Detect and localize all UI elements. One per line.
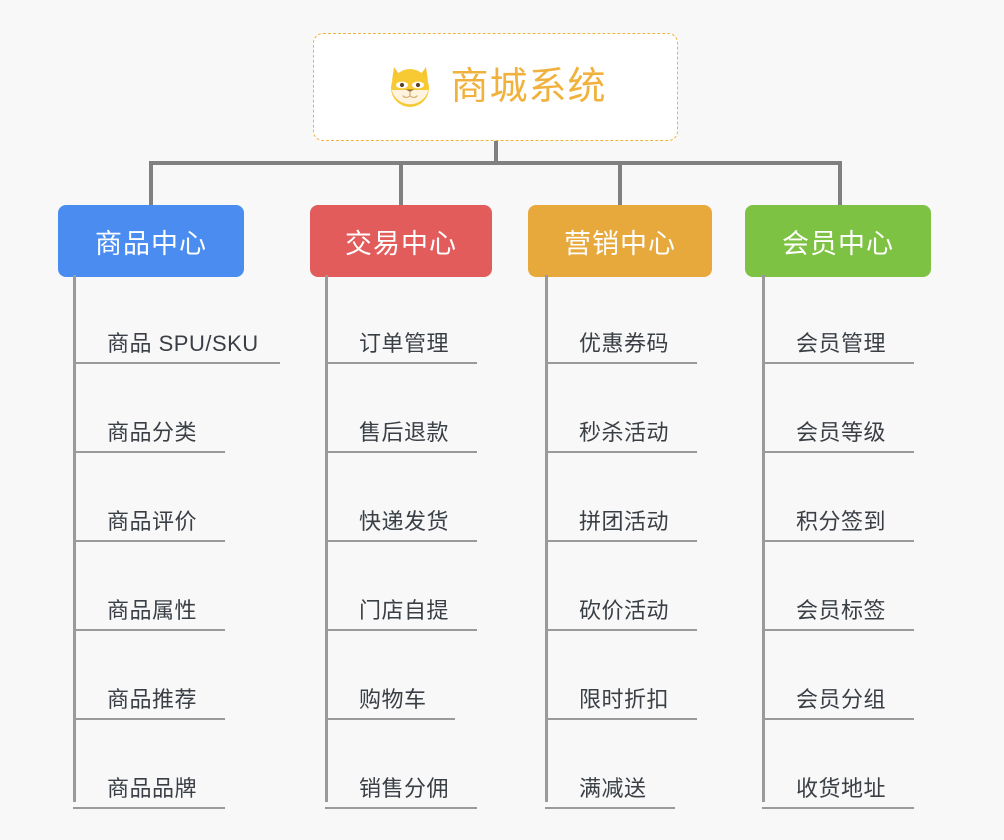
leaf-label: 快递发货: [359, 508, 450, 534]
leaf-item[interactable]: 销售分佣: [325, 720, 477, 809]
leaf-underline: [73, 807, 225, 809]
leaf-label: 商品评价: [107, 508, 198, 534]
leaf-underline: [73, 451, 225, 453]
leaf-item[interactable]: 优惠券码: [545, 275, 697, 364]
leaf-label: 商品分类: [107, 419, 198, 445]
leaf-underline: [325, 629, 477, 631]
leaf-item[interactable]: 售后退款: [325, 364, 477, 453]
branch-rail: [73, 275, 76, 802]
leaf-item[interactable]: 会员标签: [762, 542, 914, 631]
connector-drop-product-center: [149, 161, 153, 205]
leaf-item[interactable]: 商品评价: [73, 453, 225, 542]
category-label-marketing-center: 营销中心: [564, 228, 676, 259]
leaf-underline: [545, 807, 675, 809]
leaf-label: 商品属性: [107, 597, 198, 623]
leaf-item[interactable]: 门店自提: [325, 542, 477, 631]
root-node-shopping-mall-system[interactable]: 商城系统: [313, 33, 678, 141]
leaf-item[interactable]: 购物车: [325, 631, 455, 720]
leaf-item[interactable]: 会员分组: [762, 631, 914, 720]
leaf-item[interactable]: 限时折扣: [545, 631, 697, 720]
category-box-member-center[interactable]: 会员中心: [745, 205, 931, 277]
leaf-underline: [73, 718, 225, 720]
leaf-label: 售后退款: [359, 419, 450, 445]
leaf-underline: [762, 540, 914, 542]
leaf-label: 拼团活动: [579, 508, 670, 534]
leaf-underline: [325, 718, 455, 720]
leaf-underline: [325, 362, 477, 364]
shiba-dog-icon: [384, 61, 436, 113]
branch-rail: [762, 275, 765, 802]
leaf-underline: [762, 718, 914, 720]
leaf-label: 收货地址: [796, 775, 887, 801]
leaf-label: 砍价活动: [579, 597, 670, 623]
connector-drop-trade-center: [399, 161, 403, 205]
leaf-item[interactable]: 商品属性: [73, 542, 225, 631]
leaf-underline: [545, 540, 697, 542]
leaf-item[interactable]: 商品 SPU/SKU: [73, 275, 280, 364]
leaf-label: 门店自提: [359, 597, 450, 623]
leaf-item[interactable]: 商品推荐: [73, 631, 225, 720]
leaf-item[interactable]: 秒杀活动: [545, 364, 697, 453]
category-label-trade-center: 交易中心: [345, 228, 457, 259]
leaf-item[interactable]: 商品品牌: [73, 720, 225, 809]
leaf-item[interactable]: 会员等级: [762, 364, 914, 453]
leaf-label: 秒杀活动: [579, 419, 670, 445]
connector-root-stub: [494, 141, 498, 163]
leaf-label: 销售分佣: [359, 775, 450, 801]
leaf-underline: [762, 807, 914, 809]
category-box-marketing-center[interactable]: 营销中心: [528, 205, 712, 277]
leaf-label: 商品品牌: [107, 775, 198, 801]
leaf-label: 限时折扣: [579, 686, 670, 712]
leaf-label: 会员分组: [796, 686, 887, 712]
leaf-underline: [762, 629, 914, 631]
leaf-label: 会员管理: [796, 330, 887, 356]
leaf-underline: [325, 540, 477, 542]
connector-horizontal-bus: [149, 161, 842, 165]
leaf-item[interactable]: 砍价活动: [545, 542, 697, 631]
branch-rail: [545, 275, 548, 802]
connector-drop-marketing-center: [618, 161, 622, 205]
leaf-label: 满减送: [579, 775, 647, 801]
leaf-underline: [73, 540, 225, 542]
leaf-underline: [325, 807, 477, 809]
leaf-label: 购物车: [359, 686, 427, 712]
leaf-underline: [545, 629, 697, 631]
leaf-label: 会员标签: [796, 597, 887, 623]
leaf-label: 商品 SPU/SKU: [107, 330, 259, 356]
category-label-product-center: 商品中心: [95, 228, 207, 259]
leaf-underline: [762, 451, 914, 453]
connector-drop-member-center: [838, 161, 842, 205]
leaf-underline: [325, 451, 477, 453]
root-title: 商城系统: [450, 66, 607, 108]
leaf-item[interactable]: 商品分类: [73, 364, 225, 453]
leaf-underline: [73, 629, 225, 631]
leaf-underline: [545, 362, 697, 364]
leaf-item[interactable]: 拼团活动: [545, 453, 697, 542]
leaf-item[interactable]: 满减送: [545, 720, 675, 809]
leaf-label: 优惠券码: [579, 330, 670, 356]
leaf-item[interactable]: 快递发货: [325, 453, 477, 542]
leaf-label: 会员等级: [796, 419, 887, 445]
category-label-member-center: 会员中心: [782, 228, 894, 259]
leaf-item[interactable]: 积分签到: [762, 453, 914, 542]
branch-rail: [325, 275, 328, 802]
category-box-product-center[interactable]: 商品中心: [58, 205, 244, 277]
leaf-item[interactable]: 订单管理: [325, 275, 477, 364]
leaf-label: 订单管理: [359, 330, 450, 356]
category-box-trade-center[interactable]: 交易中心: [310, 205, 492, 277]
leaf-label: 积分签到: [796, 508, 887, 534]
leaf-item[interactable]: 会员管理: [762, 275, 914, 364]
leaf-underline: [762, 362, 914, 364]
leaf-item[interactable]: 收货地址: [762, 720, 914, 809]
leaf-label: 商品推荐: [107, 686, 198, 712]
leaf-underline: [545, 718, 697, 720]
leaf-underline: [545, 451, 697, 453]
leaf-underline: [73, 362, 280, 364]
